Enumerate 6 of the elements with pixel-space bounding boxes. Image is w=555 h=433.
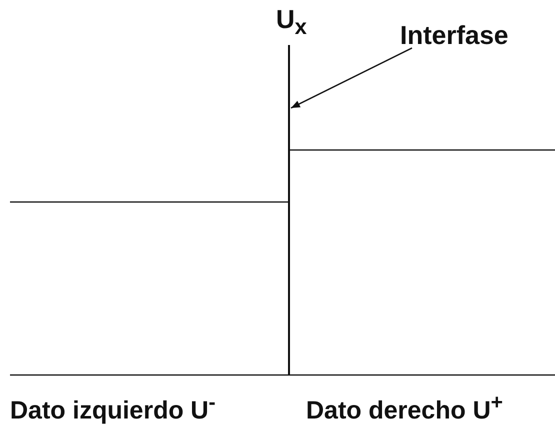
leader-line bbox=[290, 47, 412, 109]
axis-label: U$_{x}$ bbox=[276, 6, 307, 38]
left-state-label: Dato izquierdo U$^{-}$ bbox=[10, 393, 216, 424]
interface-line bbox=[288, 45, 290, 375]
callout-label: Interfase bbox=[400, 22, 508, 48]
right-state-label: Dato derecho U$^{+}$ bbox=[306, 393, 503, 424]
